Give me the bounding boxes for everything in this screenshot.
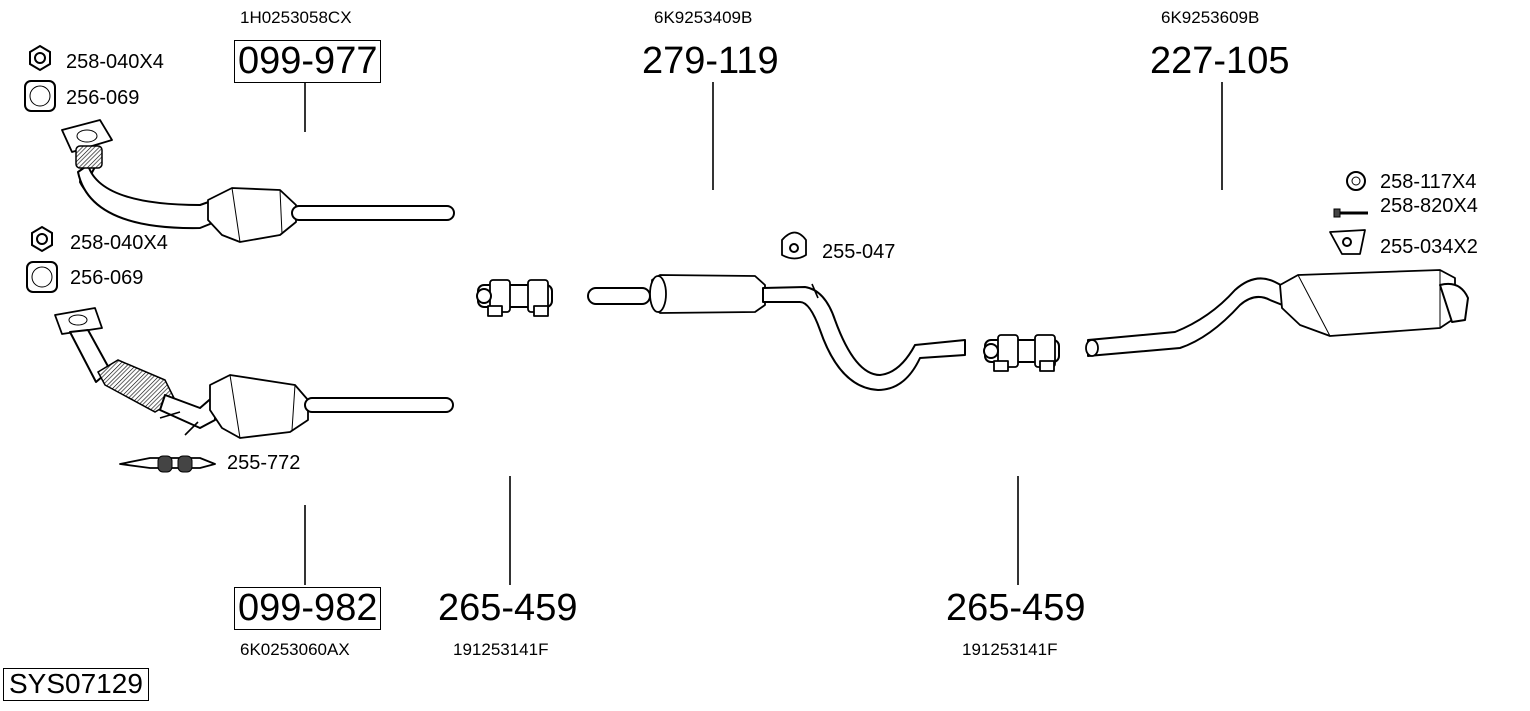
accessory-nut-mid[interactable]: 258-040X4 xyxy=(70,232,168,254)
bolt-icon xyxy=(1333,208,1368,218)
part-number-clamp-right[interactable]: 265-459 xyxy=(946,587,1086,629)
bracket-icon xyxy=(119,455,216,473)
oem-number-middle: 6K9253409B xyxy=(654,8,753,27)
middle-silencer xyxy=(587,274,966,391)
system-id: SYS07129 xyxy=(3,668,149,701)
rubber-hanger-icon xyxy=(781,231,807,260)
accessory-gasket-top[interactable]: 256-069 xyxy=(66,87,140,109)
oem-number-cat-bottom: 6K0253060AX xyxy=(240,640,350,659)
pipe-clamp-left xyxy=(476,279,553,317)
hex-nut-icon xyxy=(31,225,53,253)
part-number-middle[interactable]: 279-119 xyxy=(642,40,779,82)
oem-number-clamp-right: 191253141F xyxy=(962,640,1058,659)
part-number-cat-top[interactable]: 099-977 xyxy=(234,40,382,83)
oem-number-rear: 6K9253609B xyxy=(1161,8,1260,27)
leader-lines xyxy=(304,82,1223,585)
hex-nut-icon xyxy=(29,44,51,72)
bracket-icon xyxy=(1329,229,1366,255)
part-number-cat-bottom[interactable]: 099-982 xyxy=(234,587,382,630)
accessory-gasket-mid[interactable]: 256-069 xyxy=(70,267,144,289)
rear-silencer xyxy=(1085,269,1469,357)
part-number-clamp-left[interactable]: 265-459 xyxy=(438,587,578,629)
accessory-hanger-mid[interactable]: 255-047 xyxy=(822,241,896,263)
accessory-bracket-rear[interactable]: 255-034X2 xyxy=(1380,236,1478,258)
catalytic-converter-bottom xyxy=(54,307,454,439)
accessory-bracket-cat[interactable]: 255-772 xyxy=(227,452,301,474)
oem-number-clamp-left: 191253141F xyxy=(453,640,549,659)
oem-number-cat-top: 1H0253058CX xyxy=(240,8,352,27)
catalytic-converter-top xyxy=(61,119,455,243)
part-number-rear[interactable]: 227-105 xyxy=(1150,40,1290,82)
pipe-clamp-right xyxy=(983,334,1060,372)
gasket-icon xyxy=(24,80,56,112)
accessory-bolt-rear[interactable]: 258-820X4 xyxy=(1380,195,1478,217)
accessory-ring-rear[interactable]: 258-117X4 xyxy=(1380,171,1477,193)
gasket-icon xyxy=(26,261,58,293)
accessory-nut-top[interactable]: 258-040X4 xyxy=(66,51,164,73)
ring-icon xyxy=(1346,171,1366,191)
